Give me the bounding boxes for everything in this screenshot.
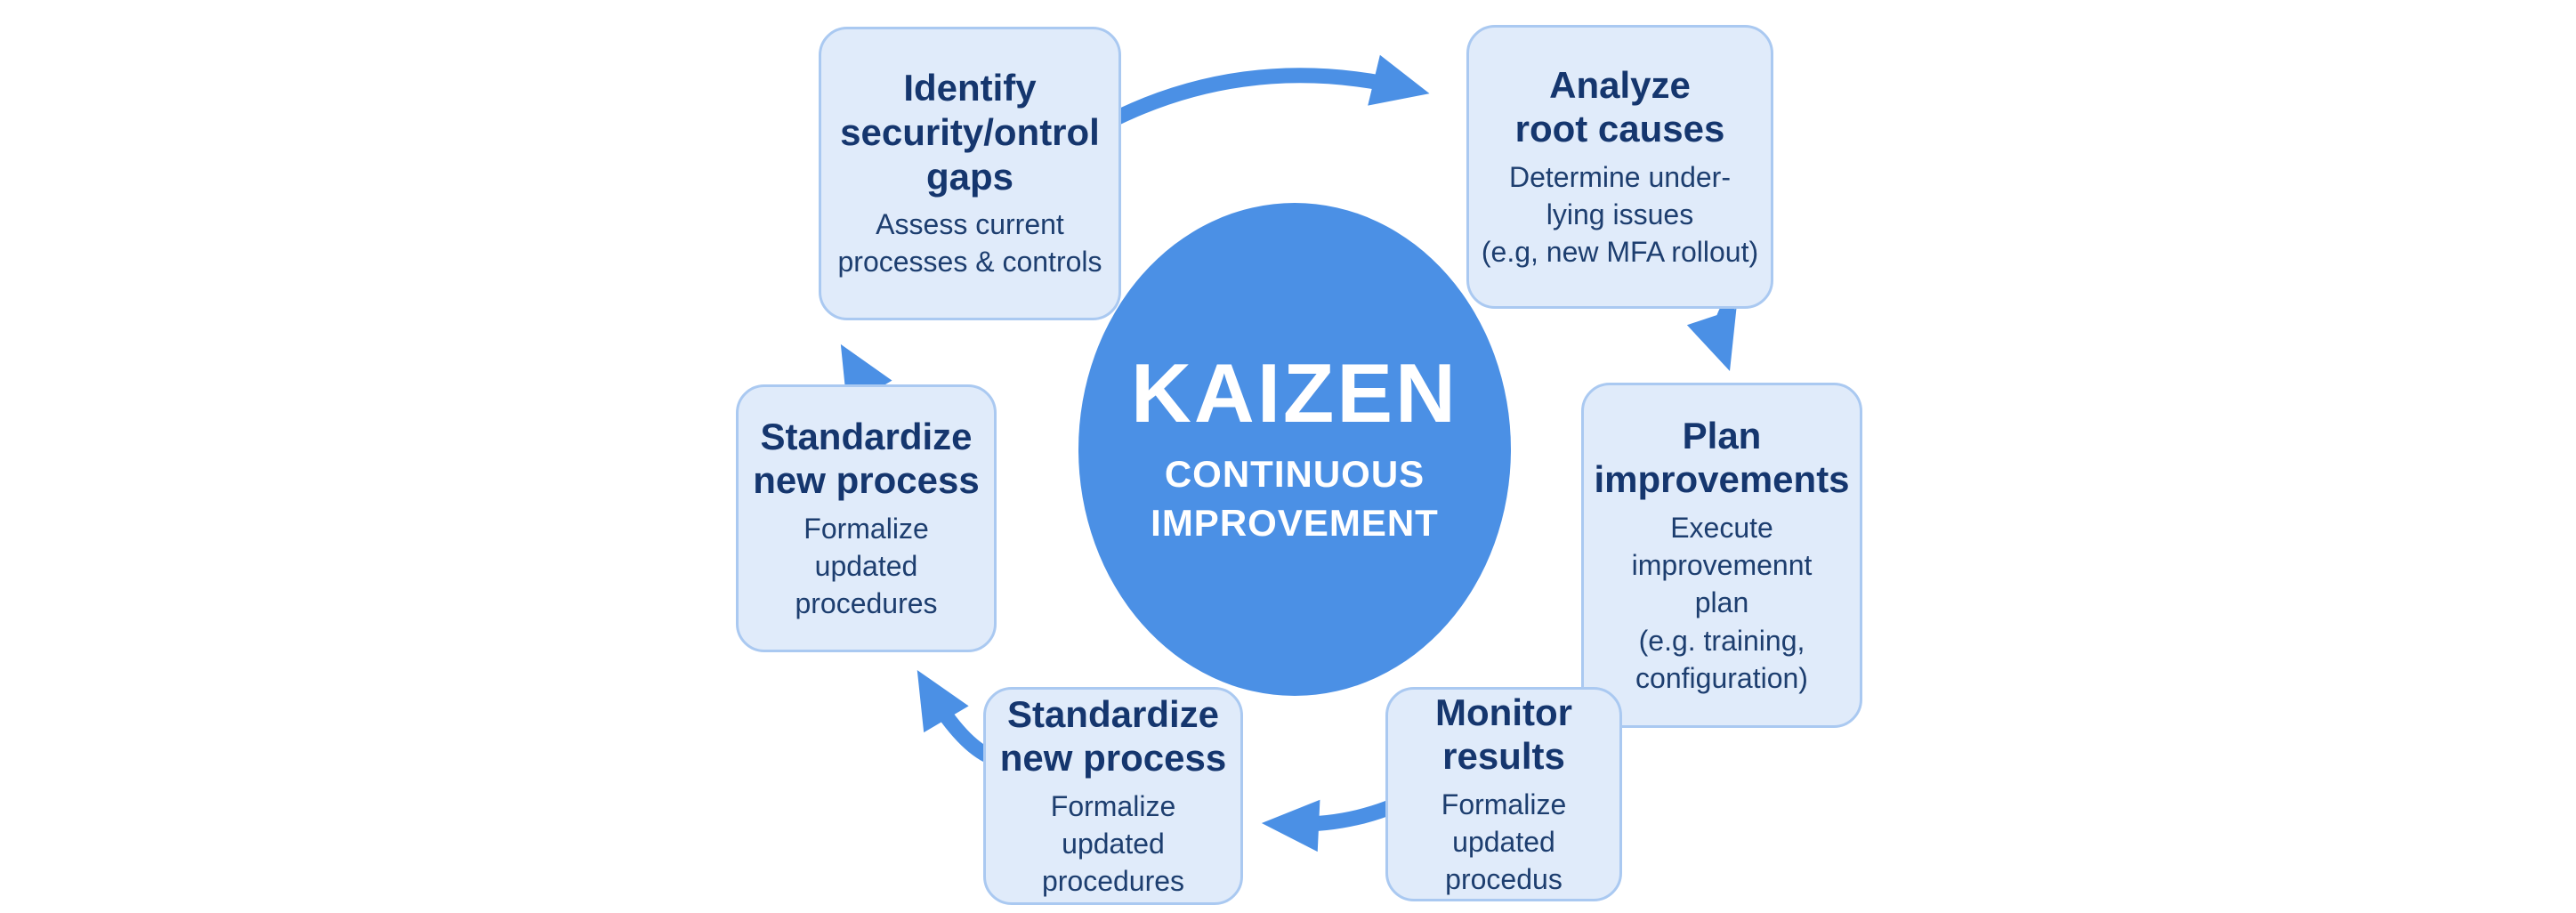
node-title: Identify security/ontrol gaps [840,67,1100,198]
node-standardize-new-process-left: Standardize new process Formalize update… [736,384,997,652]
arrow-monitor-to-standardize [1261,799,1396,852]
node-monitor-results: Monitor results Formalize updated proced… [1385,687,1622,901]
node-body: Determine under- lying issues (e.g, new … [1481,160,1759,269]
node-title: Analyze root causes [1514,63,1725,150]
node-body: Assess current processes & controls [837,208,1102,279]
node-body: Formalize updated procedures [1041,789,1185,898]
node-title: Monitor results [1435,691,1572,778]
arrow-standardize-to-standardize-left [917,669,996,764]
kaizen-subtitle: CONTINUOUS IMPROVEMENT [1151,452,1439,544]
node-body: Formalize updated procedures [795,512,938,620]
node-identify-gaps: Identify security/ontrol gaps Assess cur… [819,27,1121,320]
node-title: Standardize new process [753,415,980,502]
node-title: Plan improvements [1594,414,1850,501]
node-standardize-new-process-bottom: Standardize new process Formalize update… [983,687,1243,905]
kaizen-title: KAIZEN [1131,345,1458,440]
node-title: Standardize new process [999,692,1227,780]
node-body: Formalize updated procedus [1441,788,1567,896]
arrow-identify-to-analyze [1110,54,1430,125]
kaizen-center-ellipse: KAIZEN CONTINUOUS IMPROVEMENT [1078,203,1511,696]
node-body: Execute improvemennt plan (e.g. training… [1631,511,1813,694]
arrow-analyze-to-plan [1686,303,1737,372]
node-plan-improvements: Plan improvements Execute improvemennt p… [1581,383,1862,728]
node-analyze-root-causes: Analyze root causes Determine under- lyi… [1466,25,1773,309]
